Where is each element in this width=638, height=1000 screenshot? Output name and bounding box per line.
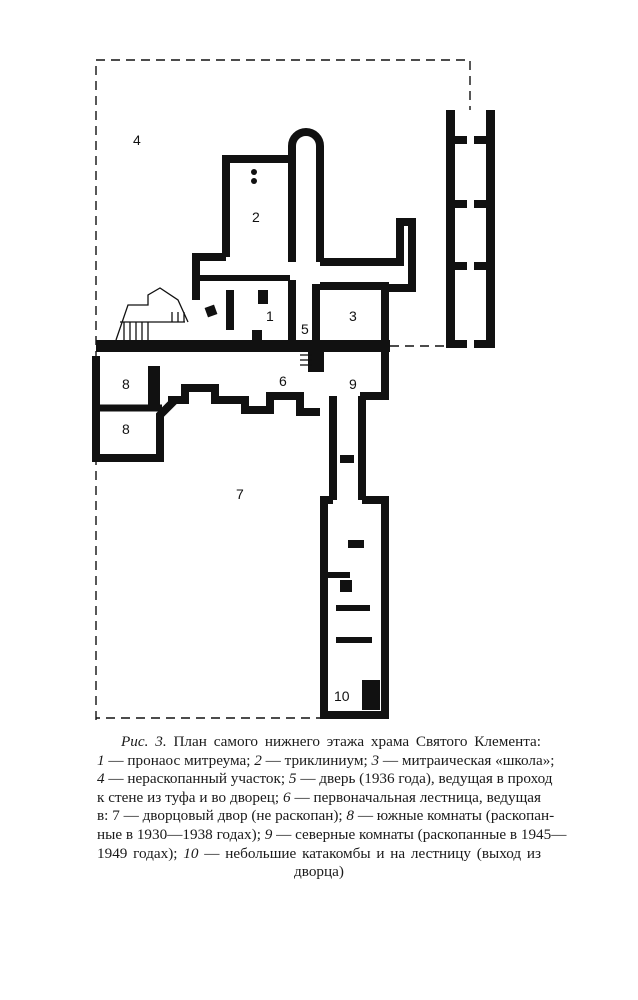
caption-segment: 10 [183, 844, 199, 862]
caption-line: дворца) [97, 863, 541, 882]
room-labels: 4 2 1 5 3 8 8 6 9 7 10 [122, 132, 357, 704]
caption-segment: — триклиниум; [261, 751, 372, 769]
caption-segment: ные в 1930—1938 годах); [97, 825, 265, 843]
label-stair-6: 6 [279, 373, 287, 389]
label-door-5: 5 [301, 321, 309, 337]
walls [92, 128, 416, 719]
caption-line: 1 — пронаос митреума; 2 — триклиниум; 3 … [97, 751, 555, 771]
wall-details [204, 169, 380, 710]
caption-segment: 4 [97, 770, 105, 788]
caption-segment: Рис. 3. [121, 733, 167, 750]
label-catacombs-10: 10 [334, 688, 350, 704]
caption-segment: 9 [264, 825, 273, 843]
caption-line: ные в 1930—1938 годах); 9 — северные ком… [97, 825, 566, 845]
caption-segment: — митраическая «школа»; [379, 751, 555, 769]
caption-segment: 1949 годах); [97, 844, 184, 862]
caption-segment: 2 [254, 751, 262, 769]
label-room-8b: 8 [122, 421, 130, 437]
caption-segment: — пронаос митреума; [104, 751, 255, 769]
label-room-8a: 8 [122, 376, 130, 392]
caption-segment: — южные комнаты (раскопан- [354, 807, 555, 825]
floor-plan: 4 2 1 5 3 8 8 6 9 7 10 [92, 59, 495, 720]
caption-line: 1949 годах); 10 — небольшие катакомбы и … [97, 845, 541, 864]
caption-segment: 6 [282, 788, 291, 806]
caption-segment: — небольшие катакомбы и на лестницу (вых… [198, 844, 541, 862]
caption-line: в: 7 — дворцовый двор (не раскопан); 8 —… [97, 807, 554, 826]
label-room-3: 3 [349, 308, 357, 324]
label-room-2: 2 [252, 209, 260, 225]
caption-segment: 3 [371, 751, 380, 769]
caption-line: 4 — нераскопанный участок; 5 — дверь (19… [97, 770, 552, 789]
label-room-9: 9 [349, 376, 357, 392]
caption-segment: 1 [97, 751, 105, 769]
label-room-1: 1 [266, 308, 274, 324]
caption-segment: План самого нижнего этажа храма Святого … [166, 733, 541, 750]
figure-caption: Рис. 3. План самого нижнего этажа храма … [97, 733, 566, 882]
caption-segment: — северные комнаты (раскопанные в 1945— [272, 825, 567, 843]
caption-segment: к стене из туфа и во дворец; [97, 788, 283, 806]
caption-segment: 8 [346, 807, 355, 825]
caption-segment: в: 7 — дворцовый двор (не раскопан); [97, 807, 347, 825]
caption-segment: — первоначальная лестница, ведущая [290, 788, 541, 806]
caption-line: к стене из туфа и во дворец; 6 — первона… [97, 789, 541, 808]
label-court-7: 7 [236, 486, 244, 502]
label-area-4: 4 [133, 132, 141, 148]
caption-segment: — дверь (1936 года), ведущая в проход [296, 770, 553, 788]
caption-segment: — нераскопанный участок; [104, 770, 289, 788]
caption-segment: дворца) [294, 863, 344, 881]
wall-structure-east [446, 110, 495, 348]
caption-segment: 5 [288, 770, 297, 788]
caption-line: Рис. 3. План самого нижнего этажа храма … [97, 733, 541, 752]
staircase [115, 287, 312, 366]
